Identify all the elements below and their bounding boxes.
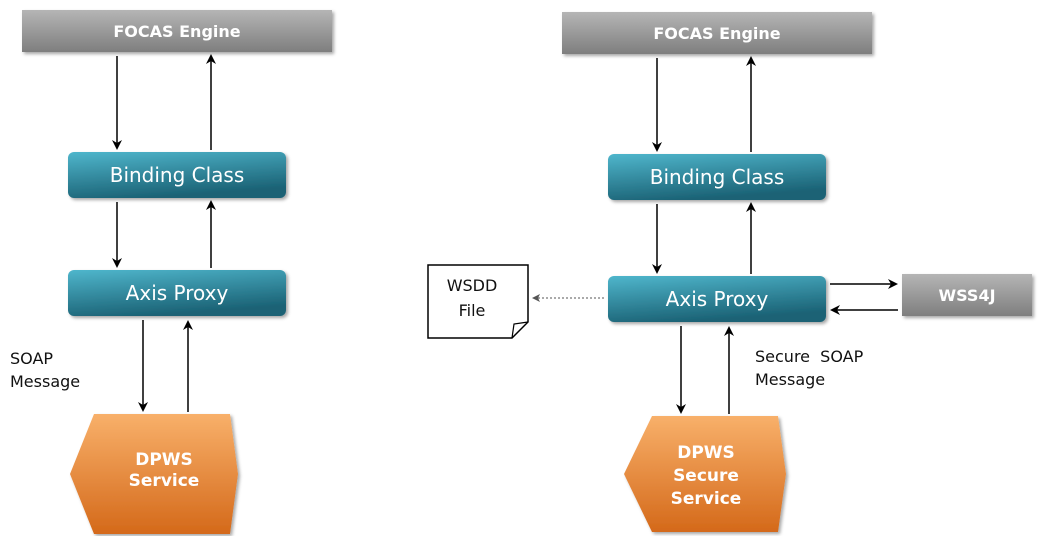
- left-service-label-line1: DPWS: [135, 450, 193, 470]
- wss4j-box: WSS4J: [902, 274, 1032, 316]
- right-axis-proxy-label: Axis Proxy: [666, 287, 769, 311]
- left-focas-engine-box: FOCAS Engine: [22, 10, 332, 52]
- right-axis-proxy-box: Axis Proxy: [608, 276, 826, 322]
- wsdd-label-line2: File: [459, 301, 486, 320]
- left-message-label-line1: SOAP: [10, 349, 53, 368]
- left-dpws-service-hexagon: DPWS Service: [70, 414, 238, 534]
- right-focas-engine-label: FOCAS Engine: [653, 24, 780, 43]
- left-binding-class-box: Binding Class: [68, 152, 286, 198]
- right-binding-class-label: Binding Class: [650, 165, 785, 189]
- right-message-label-line1: Secure SOAP: [755, 347, 864, 366]
- left-message-label-line2: Message: [10, 372, 80, 391]
- right-binding-class-box: Binding Class: [608, 154, 826, 200]
- left-diagram: FOCAS Engine Binding Class Axis Proxy DP…: [10, 10, 332, 534]
- right-service-label-line3: Service: [671, 489, 742, 509]
- left-axis-proxy-label: Axis Proxy: [126, 281, 229, 305]
- left-binding-class-label: Binding Class: [110, 163, 245, 187]
- right-diagram: FOCAS Engine Binding Class Axis Proxy WS…: [427, 12, 1032, 532]
- wsdd-file-document: WSDD File: [427, 264, 529, 339]
- left-service-label-line2: Service: [129, 471, 200, 491]
- right-focas-engine-box: FOCAS Engine: [562, 12, 872, 54]
- right-service-label-line2: Secure: [673, 466, 739, 486]
- wss4j-label: WSS4J: [938, 286, 995, 305]
- right-service-label-line1: DPWS: [677, 443, 735, 463]
- right-message-label-line2: Message: [755, 370, 825, 389]
- right-dpws-secure-service-hexagon: DPWS Secure Service: [624, 416, 786, 532]
- left-axis-proxy-box: Axis Proxy: [68, 270, 286, 316]
- left-focas-engine-label: FOCAS Engine: [113, 22, 240, 41]
- wsdd-label-line1: WSDD: [447, 276, 498, 295]
